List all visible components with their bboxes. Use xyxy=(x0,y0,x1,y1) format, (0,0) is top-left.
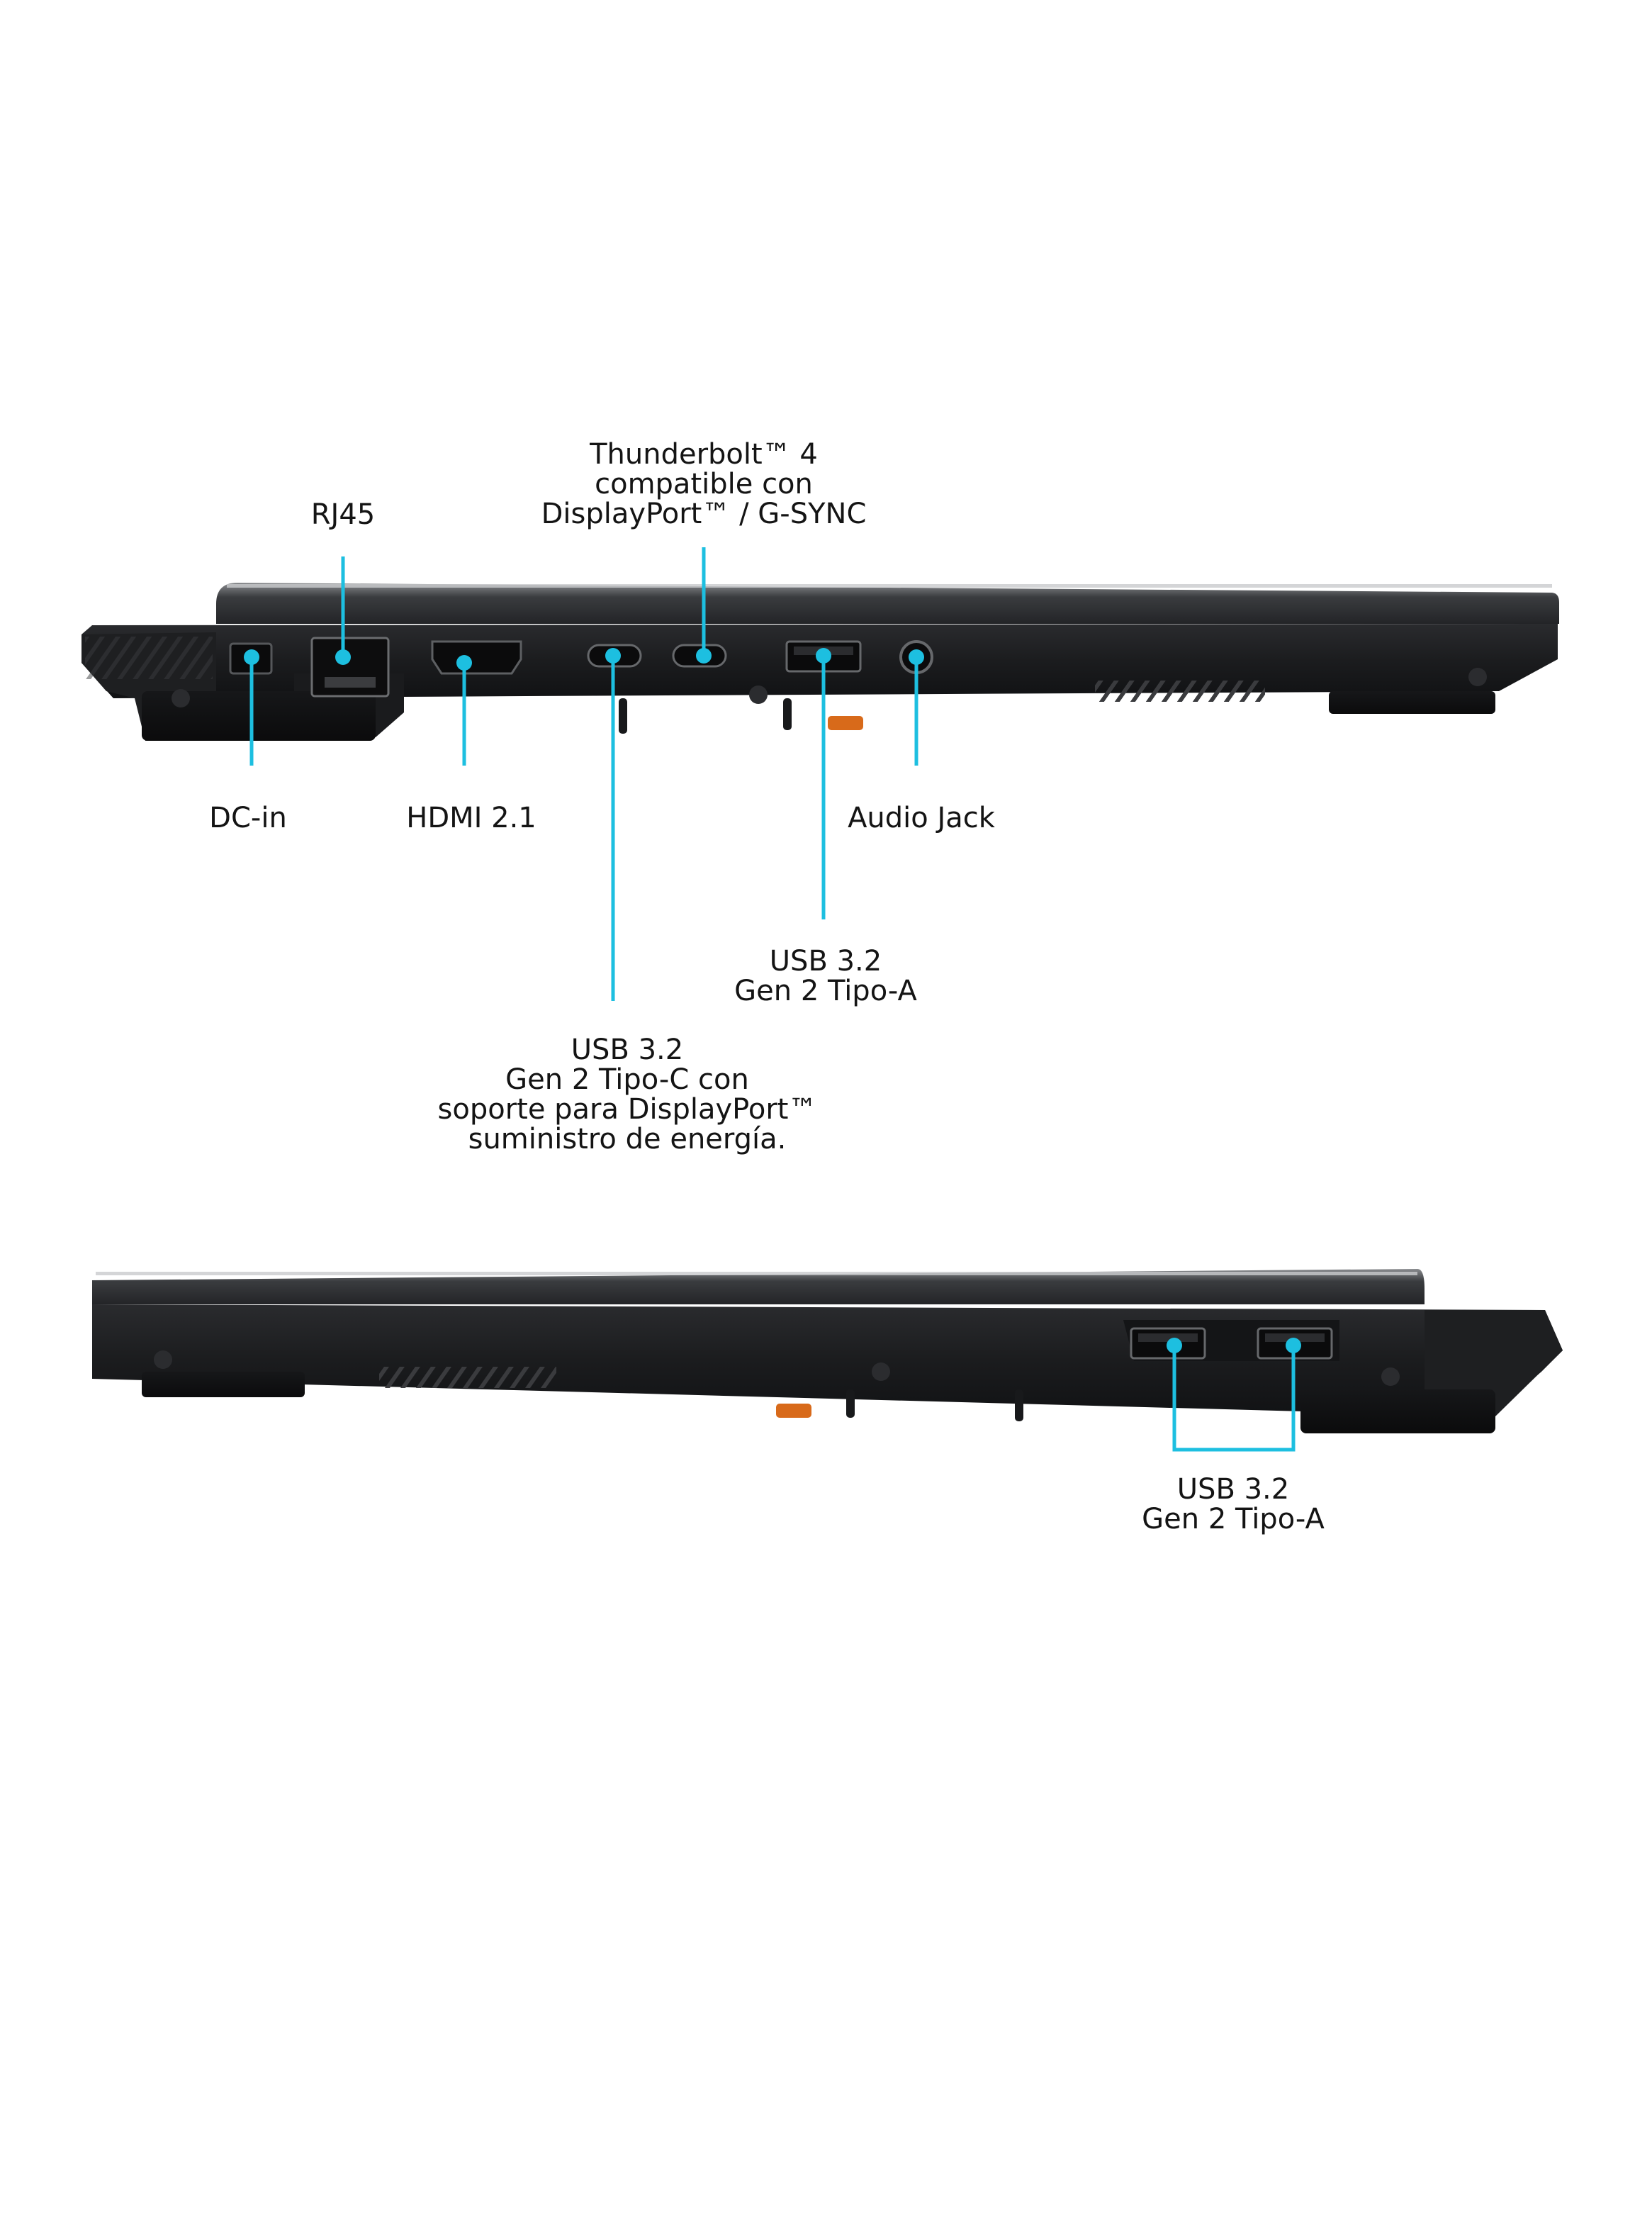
label-rj45: RJ45 xyxy=(272,500,414,530)
label-usb-a-left-line-1: USB 3.2 xyxy=(769,945,882,978)
front-foot-right xyxy=(142,1372,305,1397)
orange-latch xyxy=(828,716,863,730)
side-vent xyxy=(1095,681,1265,702)
label-thunderbolt-line-2: compatible con xyxy=(595,468,813,500)
screw xyxy=(172,689,190,707)
laptop-right-side xyxy=(92,1269,1563,1452)
label-thunderbolt-line-1: Thunderbolt™ 4 xyxy=(590,438,818,471)
peg xyxy=(1015,1389,1023,1421)
label-thunderbolt: Thunderbolt™ 4 compatible con DisplayPor… xyxy=(527,440,881,529)
label-usb-a-left-line-2: Gen 2 Tipo-A xyxy=(734,975,917,1007)
peg xyxy=(783,698,792,730)
usb-a-tongue xyxy=(1138,1333,1198,1342)
label-dc-in: DC-in xyxy=(177,803,319,833)
lid-highlight-right xyxy=(96,1272,1417,1275)
callout-lines-left xyxy=(249,547,918,1001)
callout-lines-right xyxy=(1172,1345,1296,1452)
callout-dot xyxy=(1167,1338,1182,1353)
label-usb-c: USB 3.2 Gen 2 Tipo-C con soporte para Di… xyxy=(422,1035,833,1154)
callout-dot xyxy=(605,648,621,664)
rj45-contacts xyxy=(325,677,376,688)
peg xyxy=(619,698,627,734)
screw xyxy=(872,1362,890,1381)
screw xyxy=(1381,1367,1400,1386)
label-thunderbolt-line-3: DisplayPort™ / G-SYNC xyxy=(541,498,867,530)
callout-bracket-usb-a xyxy=(1172,1345,1296,1452)
callout-dots-left xyxy=(244,648,924,671)
label-usb-a-right-line-1: USB 3.2 xyxy=(1176,1473,1290,1506)
lid-top xyxy=(216,583,1559,624)
label-audio-jack: Audio Jack xyxy=(815,803,1028,833)
callout-dot xyxy=(696,648,712,664)
lid-top-right xyxy=(92,1269,1425,1304)
callout-dot xyxy=(456,655,472,671)
peg xyxy=(846,1389,855,1418)
usb-a-tongue xyxy=(1265,1333,1325,1342)
label-usb-a-left: USB 3.2 Gen 2 Tipo-A xyxy=(716,946,935,1006)
label-hdmi: HDMI 2.1 xyxy=(379,803,563,833)
lid-highlight xyxy=(227,584,1552,588)
callout-dot xyxy=(816,648,831,664)
callout-dot xyxy=(244,649,259,665)
screw xyxy=(154,1350,172,1369)
label-dc-in-text: DC-in xyxy=(209,802,287,834)
label-hdmi-text: HDMI 2.1 xyxy=(406,802,536,834)
rear-bumper-texture xyxy=(85,637,213,679)
orange-latch xyxy=(776,1404,811,1418)
rear-foot-right xyxy=(1300,1389,1495,1433)
callout-dot xyxy=(909,649,924,665)
label-usb-c-line-1: USB 3.2 xyxy=(571,1034,684,1066)
screw xyxy=(749,685,768,704)
label-audio-jack-text: Audio Jack xyxy=(848,802,995,834)
label-usb-c-line-2: Gen 2 Tipo-C con xyxy=(505,1063,749,1096)
label-usb-c-line-4: suministro de energía. xyxy=(468,1123,787,1155)
label-usb-a-right: USB 3.2 Gen 2 Tipo-A xyxy=(1123,1474,1343,1534)
front-foot xyxy=(1329,691,1495,714)
rear-foot xyxy=(142,691,376,741)
side-vent-right xyxy=(379,1367,556,1388)
callout-dots-right xyxy=(1167,1338,1301,1353)
label-rj45-text: RJ45 xyxy=(310,498,376,531)
screw xyxy=(1468,668,1487,686)
callout-dot xyxy=(1286,1338,1301,1353)
label-usb-a-right-line-2: Gen 2 Tipo-A xyxy=(1142,1503,1325,1535)
label-usb-c-line-3: soporte para DisplayPort™ xyxy=(437,1093,817,1126)
hdmi-port xyxy=(431,640,522,675)
callout-dot xyxy=(335,649,351,665)
laptop-left-side xyxy=(82,547,1559,1001)
